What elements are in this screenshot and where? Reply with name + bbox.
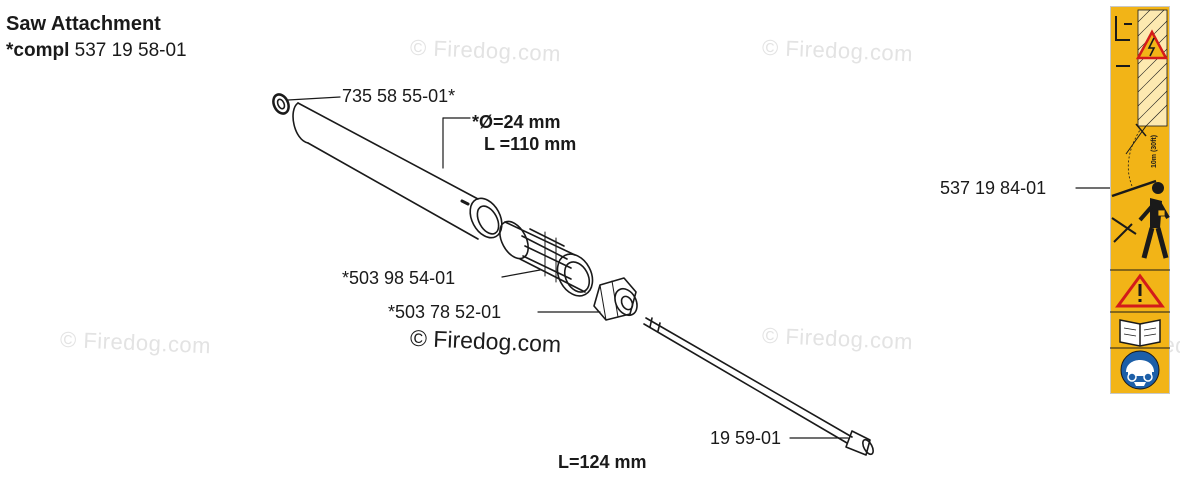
shaft-part-number: 19 59-01 [710,428,782,448]
power-line-area [1115,9,1169,127]
shaft-length-label: L=124 mm [558,452,647,472]
electric-hazard-icon [1135,29,1169,60]
leader-lines [287,96,1111,439]
distance-pictogram [1111,123,1170,259]
shaft [643,317,874,456]
washer-part-number: 735 58 55-01* [342,86,456,106]
distance-text: 10m (30ft) [1151,135,1158,168]
tube [292,102,503,240]
washer [272,93,290,115]
tube-diameter-label: *Ø=24 mm [472,112,561,132]
assembly-number: *compl 537 19 58-01 [6,40,187,62]
helmet-icon [1120,350,1160,390]
nut-part-number: *503 78 52-01 [388,302,502,322]
open-book-icon [1119,319,1161,347]
tube-length-label: L =110 mm [484,134,577,154]
nut [593,277,638,321]
diagram-title: Saw Attachment [6,13,161,35]
assembly-prefix: *compl [6,40,70,61]
warning-triangle-icon [1115,273,1165,308]
bearing-part-number: *503 98 54-01 [342,268,456,288]
label-clip [560,416,706,426]
bearing-sleeve [499,220,594,297]
decal-part-number: 537 19 84-01 [940,178,1047,198]
safety-decal: 10m (30ft) [1110,6,1170,394]
assembly-part-number: 537 19 58-01 [74,40,187,61]
